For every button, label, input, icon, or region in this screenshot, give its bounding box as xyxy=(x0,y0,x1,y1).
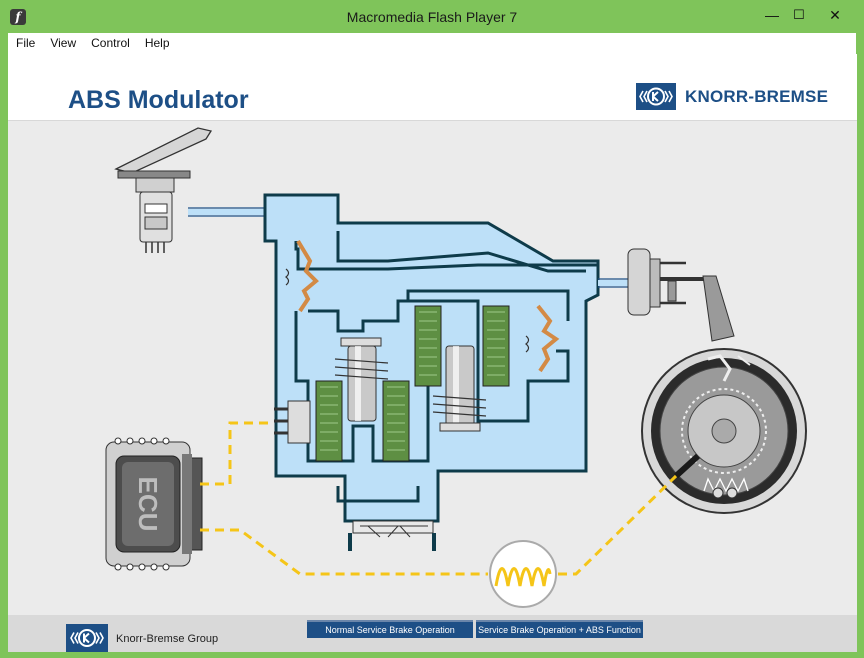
minimize-button[interactable]: — xyxy=(765,7,779,23)
plunger-right-icon xyxy=(432,345,487,432)
diaphragm-outlet-icon xyxy=(525,304,560,373)
menu-control[interactable]: Control xyxy=(91,36,130,50)
window-title: Macromedia Flash Player 7 xyxy=(346,9,518,25)
maximize-button[interactable]: ☐ xyxy=(793,7,805,22)
delivery-line xyxy=(598,278,628,288)
flash-app-icon[interactable]: f xyxy=(10,9,26,25)
supply-line xyxy=(188,207,266,217)
signal-wires xyxy=(200,421,678,576)
page-header: ABS Modulator KNORR-BREMSE xyxy=(8,54,857,121)
exhaust-port-icon xyxy=(348,520,436,551)
abs-modulator-diagram: ECU xyxy=(105,127,807,608)
ecu-icon: ECU xyxy=(105,437,203,571)
title-bar[interactable]: f Macromedia Flash Player 7 — ☐ ✕ xyxy=(1,1,863,33)
solenoid-coil-left-icon xyxy=(315,380,410,462)
speed-signal-icon xyxy=(489,540,557,608)
brake-chamber-icon xyxy=(627,248,708,316)
modulator-connector-icon xyxy=(274,400,311,444)
delivery-line-fluid xyxy=(598,280,628,286)
wheel-speed-sensor-icon xyxy=(673,453,701,479)
knorr-bremse-group-logo-icon xyxy=(66,624,108,652)
ecu-label: ECU xyxy=(133,477,163,532)
menu-help[interactable]: Help xyxy=(144,36,170,50)
flash-stage: ABS Modulator KNORR-BREMSE xyxy=(8,54,857,652)
foot-brake-valve-icon xyxy=(114,127,213,253)
solenoid-coil-right-icon xyxy=(414,305,510,387)
supply-line-fluid xyxy=(188,209,266,215)
plunger-left-icon xyxy=(334,337,389,422)
knorr-bremse-logo-icon xyxy=(636,83,676,110)
page-title: ABS Modulator xyxy=(68,86,249,114)
brake-drum-icon xyxy=(641,348,807,514)
slack-adjuster-icon xyxy=(702,275,735,342)
normal-brake-operation-button[interactable]: Normal Service Brake Operation xyxy=(307,620,473,638)
diaphragm-inlet-icon xyxy=(285,239,319,313)
menu-file[interactable]: File xyxy=(16,36,36,50)
menu-view[interactable]: View xyxy=(50,36,77,50)
footer-company-name: Knorr-Bremse Group xyxy=(116,633,219,645)
close-button[interactable]: ✕ xyxy=(829,7,841,23)
brand-name: KNORR-BREMSE xyxy=(685,87,829,106)
abs-function-button[interactable]: Service Brake Operation + ABS Function xyxy=(476,620,643,638)
menu-bar: File View Control Help xyxy=(8,33,856,54)
